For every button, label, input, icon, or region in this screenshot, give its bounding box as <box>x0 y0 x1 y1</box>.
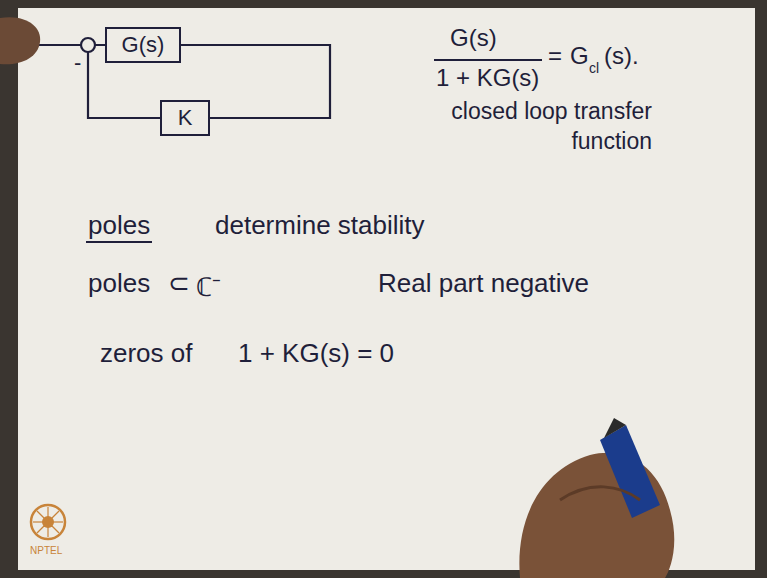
underline <box>86 241 152 243</box>
symbol: (s). <box>604 42 639 70</box>
note: poles <box>88 268 150 299</box>
plant-block: G(s) <box>105 27 181 63</box>
equals-sign: = <box>548 42 562 70</box>
math-symbol: ⊂ <box>168 268 190 299</box>
minus-sign: - <box>74 50 81 76</box>
note: Real part negative <box>378 268 589 299</box>
symbol: G <box>570 42 589 70</box>
input-line <box>34 44 81 46</box>
note: closed loop transfer function <box>430 96 652 156</box>
note: zeros of <box>100 338 193 369</box>
block-label: G(s) <box>122 32 165 58</box>
summing-junction <box>81 38 95 52</box>
logo-text: NPTEL <box>30 545 62 556</box>
signal-wire <box>181 45 330 118</box>
math-symbol: ℂ⁻ <box>196 268 221 304</box>
numerator: G(s) <box>450 24 497 52</box>
block-label: K <box>178 105 193 131</box>
hand <box>0 17 40 64</box>
fraction-bar <box>434 59 542 61</box>
subscript: cl <box>589 60 599 76</box>
note: determine stability <box>215 210 425 241</box>
hand-with-pen <box>519 418 674 578</box>
equation: 1 + KG(s) = 0 <box>238 338 394 369</box>
denominator: 1 + KG(s) <box>436 64 539 92</box>
logo <box>31 505 65 539</box>
heading-word: poles <box>88 210 150 241</box>
gain-block: K <box>160 100 210 136</box>
